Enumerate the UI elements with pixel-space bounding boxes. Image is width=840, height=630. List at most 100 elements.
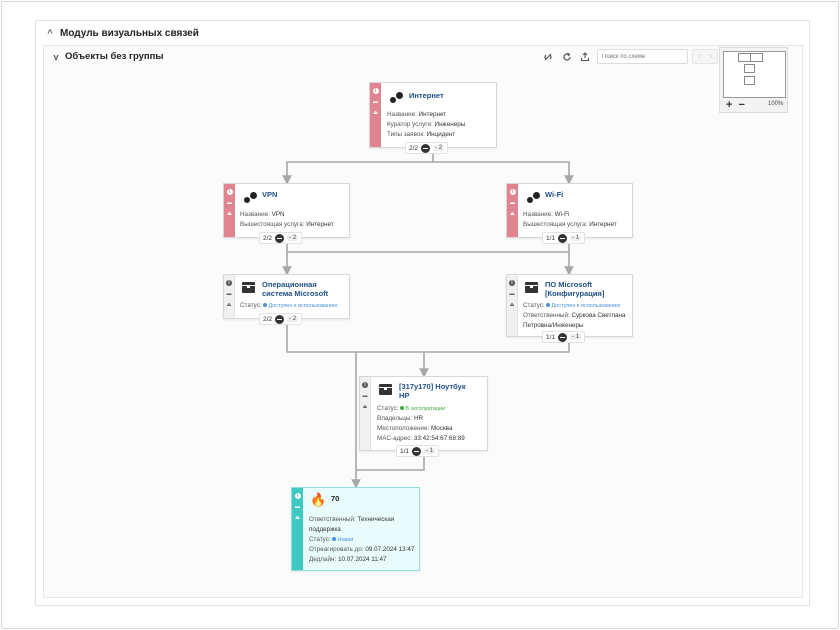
service-icon: [527, 192, 541, 204]
node-internet[interactable]: i ▬ ⏏ Интернет Название: Интернет Курато…: [369, 82, 497, 148]
upload-icon[interactable]: ⏏: [362, 404, 368, 410]
info-icon[interactable]: i: [509, 189, 516, 195]
minimap-node: [750, 53, 763, 62]
folder-icon[interactable]: ▬: [295, 504, 300, 510]
upload-icon[interactable]: ⏏: [226, 302, 232, 308]
info-icon[interactable]: i: [362, 382, 368, 388]
chevron-down-icon[interactable]: v: [53, 51, 59, 62]
chevron-up-icon[interactable]: ^: [47, 28, 53, 38]
minimap-viewport[interactable]: [723, 51, 786, 98]
node-counter[interactable]: 2/2 - 2: [405, 142, 449, 154]
count-label: 2/2: [263, 315, 273, 323]
node-title[interactable]: 70: [331, 494, 340, 503]
collapse-icon[interactable]: [412, 446, 422, 456]
folder-icon[interactable]: ▬: [226, 291, 232, 297]
node-action-strip: i ▬ ⏏: [292, 488, 303, 570]
node-fields: Название: VPN Вышестоящая услуга: Интерн…: [240, 211, 334, 228]
module-header[interactable]: ^ Модуль визуальных связей: [46, 26, 199, 40]
node-action-strip: i ▬ ⏏: [224, 275, 235, 318]
upload-icon[interactable]: ⏏: [509, 302, 515, 308]
hidden-badge[interactable]: - 2: [433, 145, 445, 151]
node-counter[interactable]: 2/2 - 2: [259, 232, 303, 244]
group-header[interactable]: v Объекты без группы: [52, 51, 164, 62]
node-title[interactable]: Wi-Fi: [545, 190, 564, 199]
node-title[interactable]: VPN: [262, 190, 278, 199]
folder-icon[interactable]: ▬: [510, 200, 515, 206]
node-counter[interactable]: 1/1 - 1: [542, 232, 586, 244]
ci-box-icon: [242, 282, 255, 293]
node-title[interactable]: ПО Microsoft[Конфигурация]: [545, 280, 605, 298]
info-icon[interactable]: i: [372, 88, 379, 94]
refresh-icon[interactable]: [560, 50, 574, 64]
collapse-icon[interactable]: [558, 233, 568, 243]
node-action-strip: i ▬ ⏏: [507, 275, 518, 336]
node-title[interactable]: Интернет: [409, 91, 444, 100]
hidden-badge[interactable]: - 1: [424, 448, 436, 454]
folder-icon[interactable]: ▬: [509, 291, 515, 297]
next-result-button[interactable]: ›: [710, 53, 712, 60]
hidden-badge[interactable]: - 1: [570, 334, 582, 340]
info-icon[interactable]: i: [509, 280, 515, 286]
upload-icon[interactable]: ⏏: [227, 211, 232, 217]
count-label: 1/1: [400, 447, 410, 455]
node-fields: Название: Интернет Куратор услуги: Инжен…: [387, 111, 466, 138]
minimap-zoom-controls: + −: [726, 99, 745, 111]
module-title: Модуль визуальных связей: [60, 27, 199, 39]
hidden-badge[interactable]: - 2: [287, 235, 299, 241]
node-fields: Статус: Доступен к использованию: [240, 302, 338, 309]
minimap-node: [744, 76, 755, 85]
ci-box-icon: [379, 384, 392, 395]
info-icon[interactable]: i: [226, 189, 233, 195]
node-action-strip: i ▬ ⏏: [370, 83, 381, 147]
folder-icon[interactable]: ▬: [227, 200, 232, 206]
info-icon[interactable]: i: [294, 493, 301, 499]
count-label: 2/2: [409, 144, 419, 152]
export-icon[interactable]: [578, 50, 592, 64]
upload-icon[interactable]: ⏏: [373, 110, 378, 116]
node-action-strip: i ▬ ⏏: [507, 184, 518, 237]
collapse-icon[interactable]: [275, 233, 285, 243]
node-ms-software[interactable]: i ▬ ⏏ ПО Microsoft[Конфигурация] Статус:…: [506, 274, 633, 337]
collapse-icon[interactable]: [421, 143, 431, 153]
upload-icon[interactable]: ⏏: [510, 211, 515, 217]
node-action-strip: i ▬ ⏏: [360, 377, 371, 450]
prev-result-button[interactable]: ‹: [698, 53, 700, 60]
folder-icon[interactable]: ▬: [373, 99, 378, 105]
node-fields: Название: Wi-Fi Вышестоящая услуга: Инте…: [523, 211, 617, 228]
collapse-icon[interactable]: [275, 314, 285, 324]
node-incident-70[interactable]: i ▬ ⏏ 🔥 70 Ответственный: Техническая по…: [291, 487, 420, 571]
diagram-search-input[interactable]: [597, 49, 688, 64]
node-counter[interactable]: 1/1 - 1: [396, 445, 440, 457]
upload-icon[interactable]: ⏏: [295, 515, 300, 521]
service-icon: [244, 192, 258, 204]
node-action-strip: i ▬ ⏏: [224, 184, 235, 237]
node-fields: Статус: Доступен к использованию Ответст…: [523, 302, 626, 329]
node-vpn[interactable]: i ▬ ⏏ VPN Название: VPN Вышестоящая услу…: [223, 183, 350, 238]
hidden-badge[interactable]: - 2: [287, 316, 299, 322]
node-fields: Ответственный: Техническая поддержка Ста…: [309, 516, 415, 563]
node-wifi[interactable]: i ▬ ⏏ Wi-Fi Название: Wi-Fi Вышестоящая …: [506, 183, 633, 238]
hidden-badge[interactable]: - 1: [570, 235, 582, 241]
count-label: 1/1: [546, 333, 556, 341]
minimap-node: [744, 64, 755, 73]
search-nav[interactable]: ‹ ›: [692, 49, 718, 64]
count-label: 1/1: [546, 234, 556, 242]
service-icon: [390, 92, 404, 104]
unlink-icon[interactable]: [541, 50, 555, 64]
info-icon[interactable]: i: [226, 280, 232, 286]
zoom-out-button[interactable]: −: [738, 99, 745, 111]
zoom-in-button[interactable]: +: [726, 99, 733, 111]
node-counter[interactable]: 1/1 - 1: [542, 331, 586, 343]
node-counter[interactable]: 2/2 - 2: [259, 313, 303, 325]
collapse-icon[interactable]: [558, 332, 568, 342]
node-fields: Статус: В эксплуатации Владельцы: HR Мес…: [377, 405, 465, 442]
zoom-level: 100%: [768, 101, 784, 107]
group-title: Объекты без группы: [65, 51, 164, 62]
ci-box-icon: [525, 282, 538, 293]
minimap[interactable]: [719, 47, 788, 113]
folder-icon[interactable]: ▬: [362, 393, 368, 399]
